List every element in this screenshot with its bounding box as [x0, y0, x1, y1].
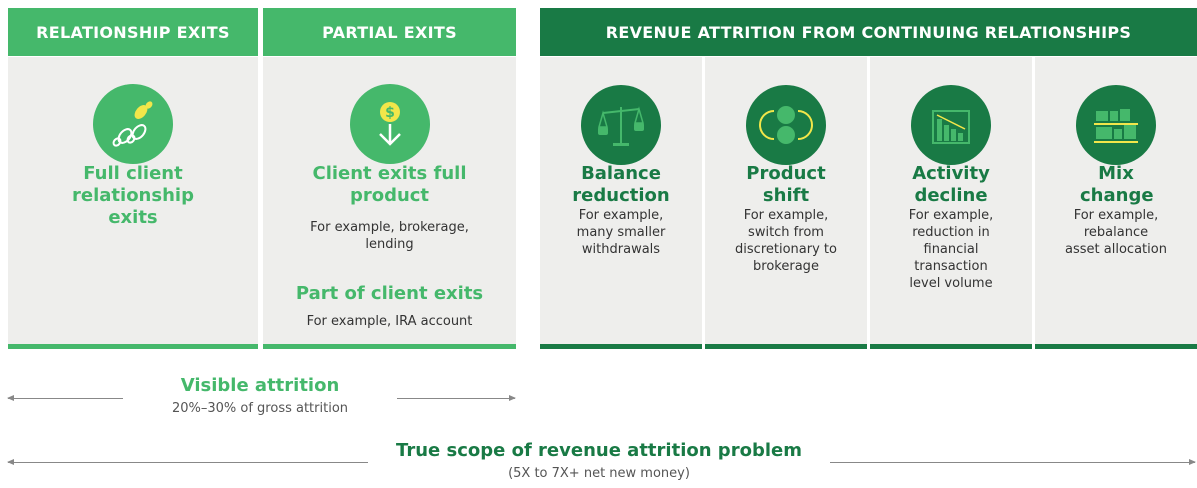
header-relationship-exits: RELATIONSHIP EXITS — [8, 8, 258, 56]
mix-blocks-icon — [1076, 85, 1156, 165]
attrition-desc-product: For example, switch from discretionary t… — [735, 208, 837, 274]
true-scope-title: True scope of revenue attrition problem — [396, 440, 802, 461]
attrition-desc-activity: For example, reduction in financial tran… — [908, 208, 994, 291]
attrition-title-balance: Balance reduction — [572, 163, 670, 206]
header-partial-exits: PARTIAL EXITS — [263, 8, 516, 56]
visible-attrition-title: Visible attrition — [180, 375, 340, 396]
attrition-title-mix: Mix change — [1080, 163, 1154, 206]
relationship-exits-title: Full client relationship exits — [72, 163, 194, 228]
true-scope-sub: (5X to 7X+ net new money) — [508, 466, 690, 481]
attrition-desc-mix: For example, rebalance asset allocation — [1065, 208, 1167, 257]
declining-chart-icon — [911, 85, 991, 165]
product-shift-icon — [746, 85, 826, 165]
partial-exits-panel: $ Client exits full product For example,… — [263, 57, 516, 349]
attrition-col-balance: Balance reduction For example, many smal… — [540, 57, 702, 349]
attrition-title-activity: Activity decline — [912, 163, 990, 206]
attrition-title-product: Product shift — [746, 163, 826, 206]
attrition-col-mix: Mix change For example, rebalance asset … — [1035, 57, 1197, 349]
svg-text:$: $ — [385, 105, 395, 121]
footprints-icon — [93, 84, 173, 164]
relationship-exits-panel: Full client relationship exits — [8, 57, 258, 349]
header-revenue-attrition: REVENUE ATTRITION FROM CONTINUING RELATI… — [540, 8, 1197, 56]
scope-arrow-left — [7, 459, 368, 465]
attrition-col-activity: Activity decline For example, reduction … — [870, 57, 1032, 349]
visible-arrow-right — [397, 395, 516, 401]
partial-exits-title-2: Part of client exits — [295, 283, 484, 304]
visible-arrow-left — [7, 395, 123, 401]
scope-arrow-right — [830, 459, 1196, 465]
partial-exits-desc-2: For example, IRA account — [306, 314, 473, 329]
dollar-down-arrow-icon: $ — [349, 84, 430, 164]
attrition-desc-balance: For example, many smaller withdrawals — [576, 208, 666, 257]
balance-scale-icon — [581, 85, 661, 165]
partial-exits-title-1: Client exits full product — [312, 163, 467, 206]
partial-exits-desc-1: For example, brokerage, lending — [310, 220, 469, 252]
attrition-col-product: Product shift For example, switch from d… — [705, 57, 867, 349]
visible-attrition-sub: 20%–30% of gross attrition — [171, 401, 349, 416]
